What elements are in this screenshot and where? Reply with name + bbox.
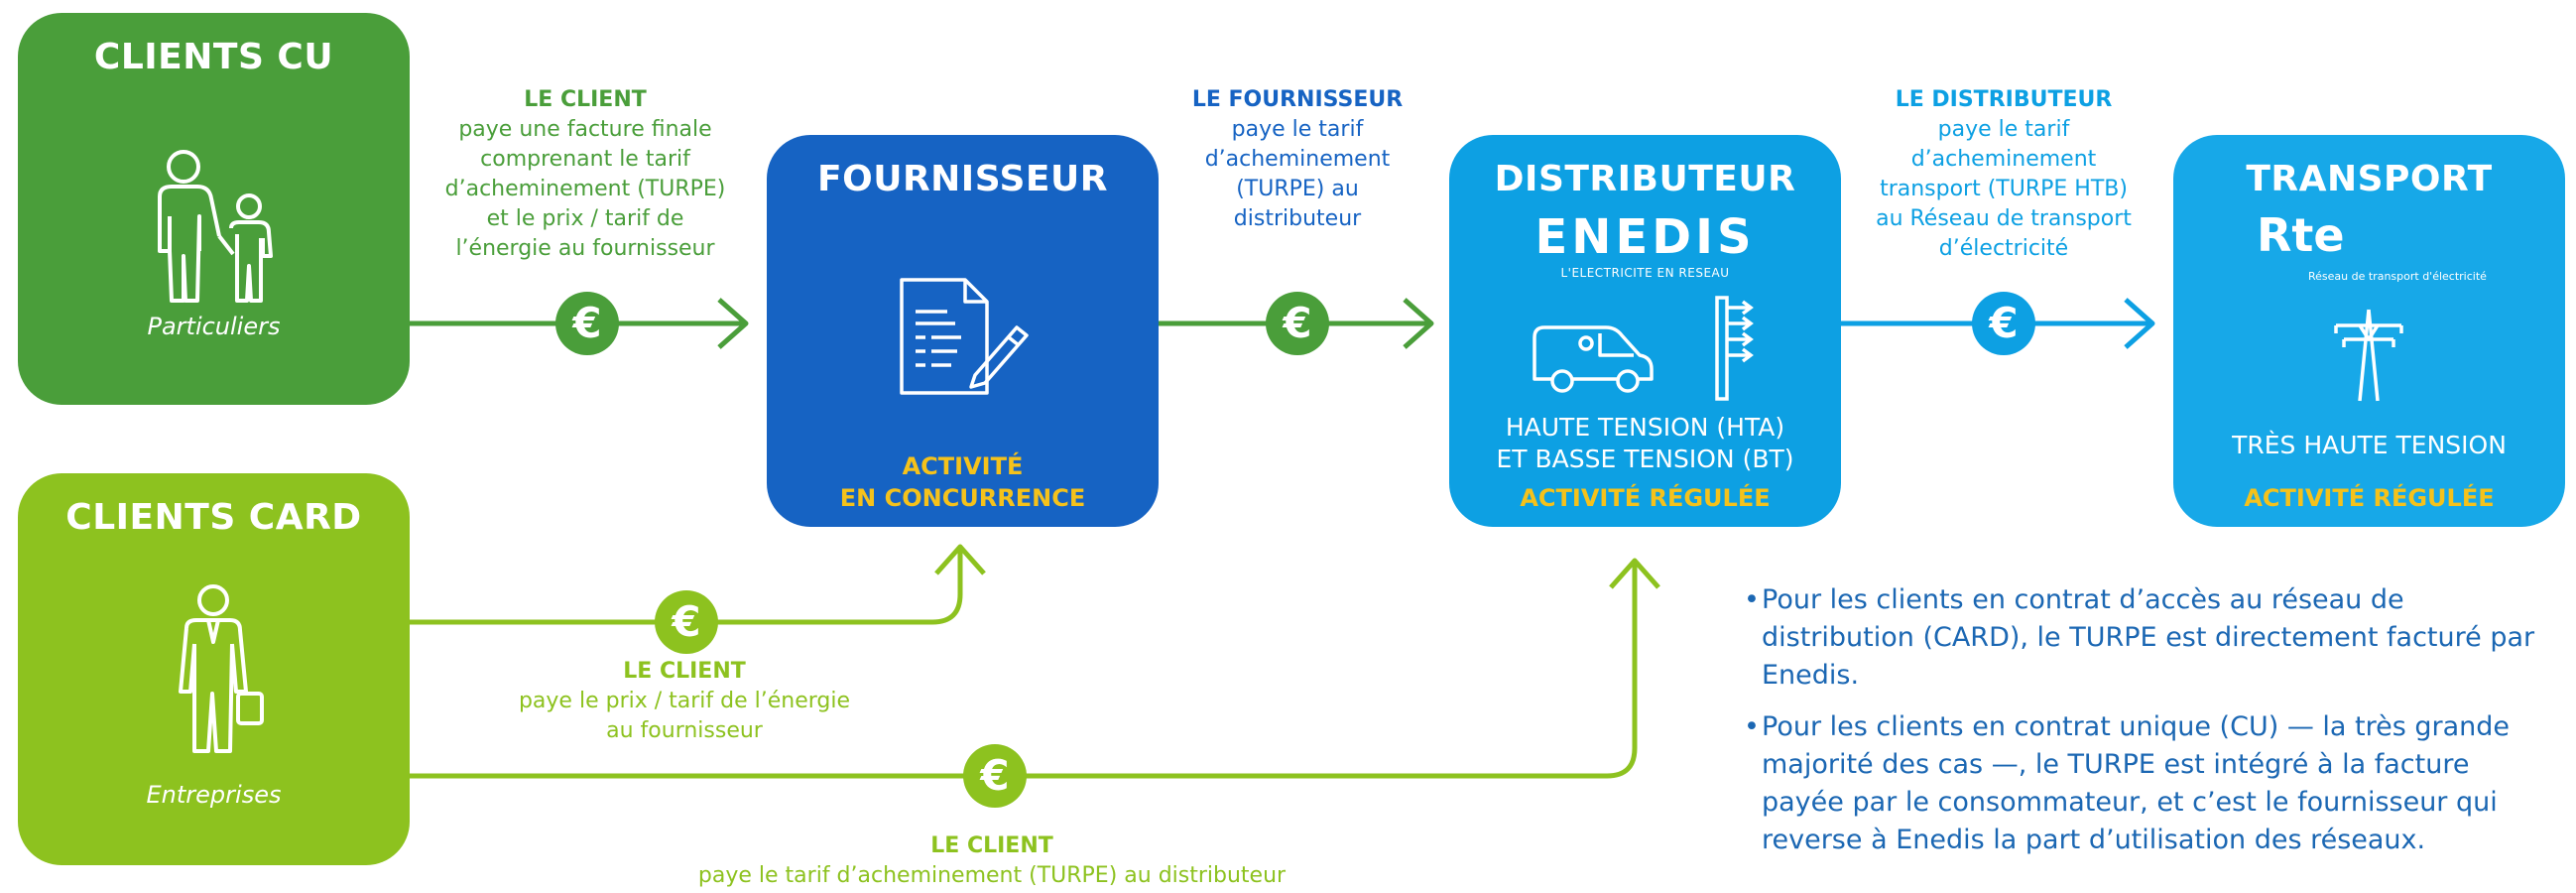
clients-card-box: CLIENTS CARD Entreprises	[18, 473, 410, 865]
note-item: Pour les clients en contrat d’accès au r…	[1744, 581, 2557, 695]
arrowhead-icon	[717, 298, 749, 349]
enedis-logo-tagline: L'ELECTRICITE EN RESEAU	[1560, 266, 1730, 280]
transport-box: TRANSPORT Rte Réseau de transport d'élec…	[2173, 135, 2565, 527]
arrowhead-icon	[934, 544, 986, 575]
parent-child-icon	[158, 150, 273, 303]
fournisseur-activity-line1: ACTIVITÉ	[902, 452, 1024, 480]
van-icon	[1533, 325, 1654, 393]
flow-label-line: comprenant le tarif	[480, 147, 690, 172]
flow-label-line: et le prix / tarif de	[486, 206, 684, 231]
flow-label-card-distributeur: LE CLIENT paye le tarif d’acheminement (…	[595, 831, 1389, 891]
euro-symbol: €	[980, 751, 1010, 800]
euro-symbol: €	[1989, 299, 2019, 347]
flow-label-line: au fournisseur	[606, 718, 763, 743]
distributeur-title: DISTRIBUTEUR	[1494, 159, 1796, 199]
clients-cu-box: CLIENTS CU Particuliers	[18, 13, 410, 405]
flow-label-line: paye le tarif	[1231, 117, 1364, 142]
euro-icon	[1266, 292, 1329, 355]
arrowhead-icon	[1403, 298, 1434, 349]
flow-label-fournisseur-distributeur: LE FOURNISSEUR paye le tarif d’acheminem…	[1168, 85, 1426, 234]
flow-label-line: distributeur	[1233, 206, 1362, 231]
euro-symbol: €	[572, 299, 602, 347]
note-item: Pour les clients en contrat unique (CU) …	[1744, 708, 2557, 859]
clients-cu-title: CLIENTS CU	[93, 37, 334, 77]
flow-label-heading: LE DISTRIBUTEUR	[1895, 87, 2113, 112]
fournisseur-box: FOURNISSEUR ACTIVITÉ EN CONCURRENCE	[767, 135, 1159, 527]
transmission-tower-icon	[2334, 309, 2403, 402]
clients-cu-caption: Particuliers	[147, 313, 281, 340]
flow-label-line: paye une facture finale	[458, 117, 712, 142]
euro-icon	[655, 590, 718, 654]
distributeur-box: DISTRIBUTEUR ENEDIS L'ELECTRICITE EN RES…	[1449, 135, 1841, 527]
euro-icon	[963, 744, 1027, 808]
flow-label-line: d’acheminement	[1910, 147, 2097, 172]
flow-label-distributeur-transport: LE DISTRIBUTEUR paye le tarif d’achemine…	[1845, 85, 2162, 264]
rte-logo: Rte	[2257, 208, 2345, 262]
clients-card-title: CLIENTS CARD	[65, 497, 362, 538]
rte-logo-tagline: Réseau de transport d'électricité	[2308, 270, 2487, 283]
fournisseur-activity-line2: EN CONCURRENCE	[839, 484, 1086, 512]
flow-label-cu-fournisseur: LE CLIENT paye une facture finale compre…	[407, 85, 764, 264]
flow-label-heading: LE CLIENT	[524, 87, 647, 112]
flow-label-line: d’acheminement	[1204, 147, 1391, 172]
transport-title: TRANSPORT	[2246, 159, 2493, 199]
fournisseur-title: FOURNISSEUR	[817, 159, 1108, 199]
euro-icon	[1972, 292, 2035, 355]
document-sign-icon	[900, 278, 1029, 395]
notes-list: Pour les clients en contrat d’accès au r…	[1744, 581, 2557, 873]
flow-label-line: au Réseau de transport	[1876, 206, 2132, 231]
flow-line-card-distributeur	[409, 562, 1638, 779]
distributeur-tension-line1: HAUTE TENSION (HTA)	[1505, 413, 1785, 442]
flow-label-line: d’acheminement (TURPE)	[444, 177, 726, 201]
transport-tension: TRÈS HAUTE TENSION	[2232, 431, 2507, 459]
flow-label-line: paye le prix / tarif de l’énergie	[518, 689, 851, 713]
euro-icon	[555, 292, 619, 355]
flow-label-line: transport (TURPE HTB)	[1880, 177, 2128, 201]
clients-card-caption: Entreprises	[146, 781, 282, 809]
pylon-antenna-icon	[1715, 296, 1754, 401]
flow-label-line: d’électricité	[1938, 236, 2069, 261]
flow-label-line: paye le tarif d’acheminement (TURPE) au …	[697, 863, 1287, 888]
transport-activity: ACTIVITÉ RÉGULÉE	[2244, 484, 2495, 512]
enedis-logo: ENEDIS	[1534, 209, 1756, 265]
flow-label-line: (TURPE) au	[1236, 177, 1359, 201]
flow-label-heading: LE CLIENT	[623, 659, 746, 684]
euro-symbol: €	[672, 597, 701, 646]
distributeur-tension-line2: ET BASSE TENSION (BT)	[1496, 445, 1794, 473]
flow-label-line: paye le tarif	[1937, 117, 2070, 142]
flow-label-card-fournisseur: LE CLIENT paye le prix / tarif de l’éner…	[456, 657, 913, 746]
businessman-icon	[179, 584, 264, 753]
flow-label-line: l’énergie au fournisseur	[455, 236, 715, 261]
flow-label-heading: LE FOURNISSEUR	[1191, 87, 1404, 112]
flow-line-card-fournisseur	[409, 548, 963, 625]
distributeur-activity: ACTIVITÉ RÉGULÉE	[1520, 484, 1771, 512]
arrowhead-icon	[1609, 558, 1660, 589]
flow-label-heading: LE CLIENT	[930, 833, 1053, 858]
euro-symbol: €	[1283, 299, 1312, 347]
arrowhead-icon	[2124, 298, 2155, 349]
